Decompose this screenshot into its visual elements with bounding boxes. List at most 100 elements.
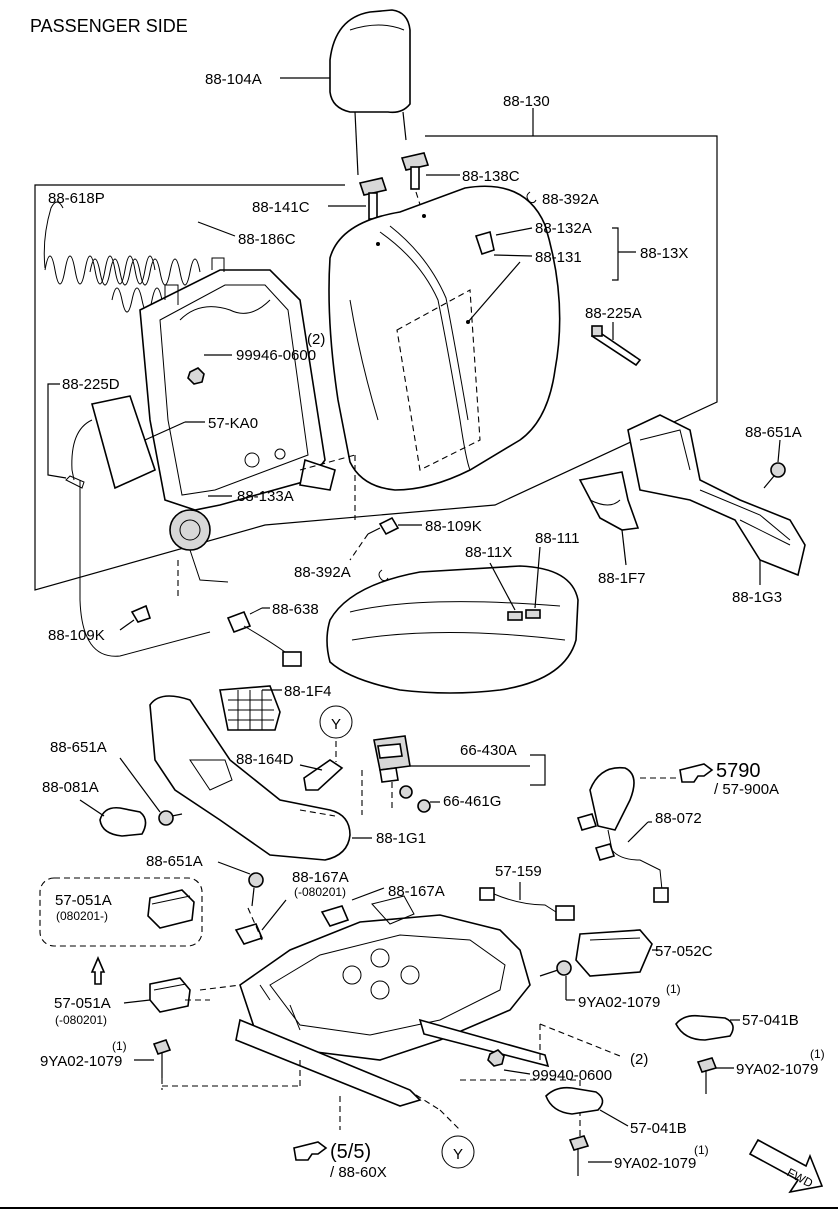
pointing-hand-icon[interactable] <box>293 1141 328 1161</box>
label-cushion-group: 88-11X <box>465 544 512 561</box>
label-bolt-167-a-date: (-080201) <box>294 885 346 899</box>
label-cover-f4: 88-1F4 <box>284 683 332 700</box>
cover-051a-old-part[interactable] <box>149 977 191 1013</box>
harness-159-part[interactable] <box>479 887 575 921</box>
knob-081a-part[interactable] <box>99 806 147 837</box>
side-cover-g1-part[interactable] <box>149 695 351 861</box>
label-ref-page-sub: / 88-60X <box>330 1164 387 1181</box>
label-switch-nut: 66-461G <box>443 793 501 810</box>
label-screw-k2: 88-109K <box>48 627 105 644</box>
label-cushion-trim: 88-111 <box>535 530 579 547</box>
cover-051a-new-box <box>39 877 203 947</box>
seat-track-frame-part[interactable] <box>235 895 550 1107</box>
screw-651a-left-part[interactable] <box>158 810 183 826</box>
label-screw-k: 88-109K <box>425 518 482 535</box>
nut-99940-part[interactable] <box>487 1049 505 1067</box>
label-cover-f7: 88-1F7 <box>598 570 646 587</box>
label-back-trim: 88-131 <box>535 249 582 266</box>
label-tie-d: 88-225D <box>62 376 120 393</box>
cover-041b-lower-part[interactable] <box>545 1086 604 1115</box>
label-cover-a-left: 88-651A <box>50 739 107 756</box>
label-guide-a: 88-141C <box>252 199 310 216</box>
label-nut-2-qty: (2) <box>307 331 325 348</box>
tie-d-part[interactable] <box>65 419 93 489</box>
ref-y-marker: Y <box>441 1135 475 1169</box>
seat-cushion-part[interactable] <box>326 565 579 694</box>
spring-a-part[interactable] <box>43 201 156 285</box>
label-cover-a-right: 88-651A <box>745 424 802 441</box>
label-cover-041-right: 57-041B <box>742 1012 799 1029</box>
seat-belt-buckle-part[interactable] <box>576 766 669 903</box>
clip-b-part[interactable] <box>378 569 389 582</box>
harness-638-part[interactable] <box>226 607 302 667</box>
label-nut-0600-qty: (2) <box>630 1051 648 1068</box>
label-tie-band: 88-225A <box>585 305 642 322</box>
side-airbag-part[interactable] <box>91 395 156 490</box>
bolt-1079-upper-part[interactable] <box>539 960 572 977</box>
bolt-1079-left-part[interactable] <box>152 1039 172 1078</box>
label-spring-a: 88-618P <box>48 190 105 207</box>
cover-041b-right-part[interactable] <box>675 1014 734 1041</box>
cover-051a-new-part[interactable] <box>147 889 195 929</box>
ref-y-marker: Y <box>319 705 353 739</box>
switch-nut-part[interactable] <box>399 785 431 813</box>
label-bolt-1079-d-qty: (1) <box>694 1143 709 1157</box>
fwd-arrow-icon: FWD <box>748 1138 824 1194</box>
screw-109k-left-part[interactable] <box>130 604 152 623</box>
label-buckle: 88-072 <box>655 810 702 827</box>
cover-052c-part[interactable] <box>575 929 653 977</box>
label-bolt-167-a: 88-167A <box>292 869 349 886</box>
hook-part[interactable] <box>474 230 495 256</box>
label-nut-2: 99946-0600 <box>236 347 316 364</box>
tie-band-part[interactable] <box>590 325 642 367</box>
headrest-guide-a-part[interactable] <box>358 177 388 220</box>
label-cover-052: 57-052C <box>655 943 713 960</box>
label-bolt-1079-b: 9YA02-1079 <box>40 1053 122 1070</box>
label-cover-051-old-date: (-080201) <box>55 1013 107 1027</box>
label-switch-group: 66-430A <box>460 742 517 759</box>
label-headrest: 88-104A <box>205 71 262 88</box>
label-cover-041-lower: 57-041B <box>630 1120 687 1137</box>
label-bolt-167-b: 88-167A <box>388 883 445 900</box>
label-clip-a: 88-392A <box>542 191 599 208</box>
label-bolt-1079-c-qty: (1) <box>810 1047 825 1061</box>
seat-back-frame-part[interactable] <box>139 257 336 511</box>
recliner-part[interactable] <box>169 509 229 583</box>
label-guide-b: 88-138C <box>462 168 520 185</box>
label-nut-0600: 99940-0600 <box>532 1067 612 1084</box>
label-airbag: 57-KA0 <box>208 415 258 432</box>
label-bolt-1079-d: 9YA02-1079 <box>614 1155 696 1172</box>
cover-f4-part[interactable] <box>219 685 281 731</box>
bolt-167a-left-part[interactable] <box>234 923 264 945</box>
headrest-part[interactable] <box>329 9 411 176</box>
screw-109k-part[interactable] <box>367 516 400 536</box>
screw-651a-right-part[interactable] <box>763 462 786 489</box>
bolt-167a-right-part[interactable] <box>320 905 350 927</box>
bolt-1079-right-part[interactable] <box>696 1057 718 1094</box>
label-spring-b: 88-186C <box>238 231 296 248</box>
label-clip-b: 88-392A <box>294 564 351 581</box>
label-cover-051-new: 57-051A <box>55 892 112 909</box>
label-bracket: 88-164D <box>236 751 294 768</box>
label-back-trim-group: 88-13X <box>640 245 688 262</box>
svg-text:Y: Y <box>331 716 341 733</box>
label-ref-page[interactable]: (5/5) <box>330 1141 371 1163</box>
label-ref-5790[interactable]: 5790 <box>716 760 761 782</box>
page-title: PASSENGER SIDE <box>30 16 188 36</box>
pointing-hand-icon[interactable] <box>679 763 714 783</box>
seat-back-trim-part[interactable] <box>328 185 561 491</box>
cover-g3-part[interactable] <box>627 414 806 577</box>
screw-651a-lower-part[interactable] <box>248 872 264 907</box>
label-hook: 88-132A <box>535 220 592 237</box>
bolt-1079-bottom-part[interactable] <box>568 1135 590 1176</box>
bracket-164d-part[interactable] <box>303 759 344 791</box>
label-cover-a-lower: 88-651A <box>146 853 203 870</box>
seat-switch-part[interactable] <box>373 735 411 783</box>
label-cover-g3: 88-1G3 <box>732 589 782 606</box>
label-bolt-1079-a-qty: (1) <box>666 982 681 996</box>
cover-f7-part[interactable] <box>578 471 640 531</box>
nut-0600-part[interactable] <box>187 367 205 385</box>
headrest-guide-b-part[interactable] <box>400 152 430 190</box>
clip-a-part[interactable] <box>526 191 537 204</box>
